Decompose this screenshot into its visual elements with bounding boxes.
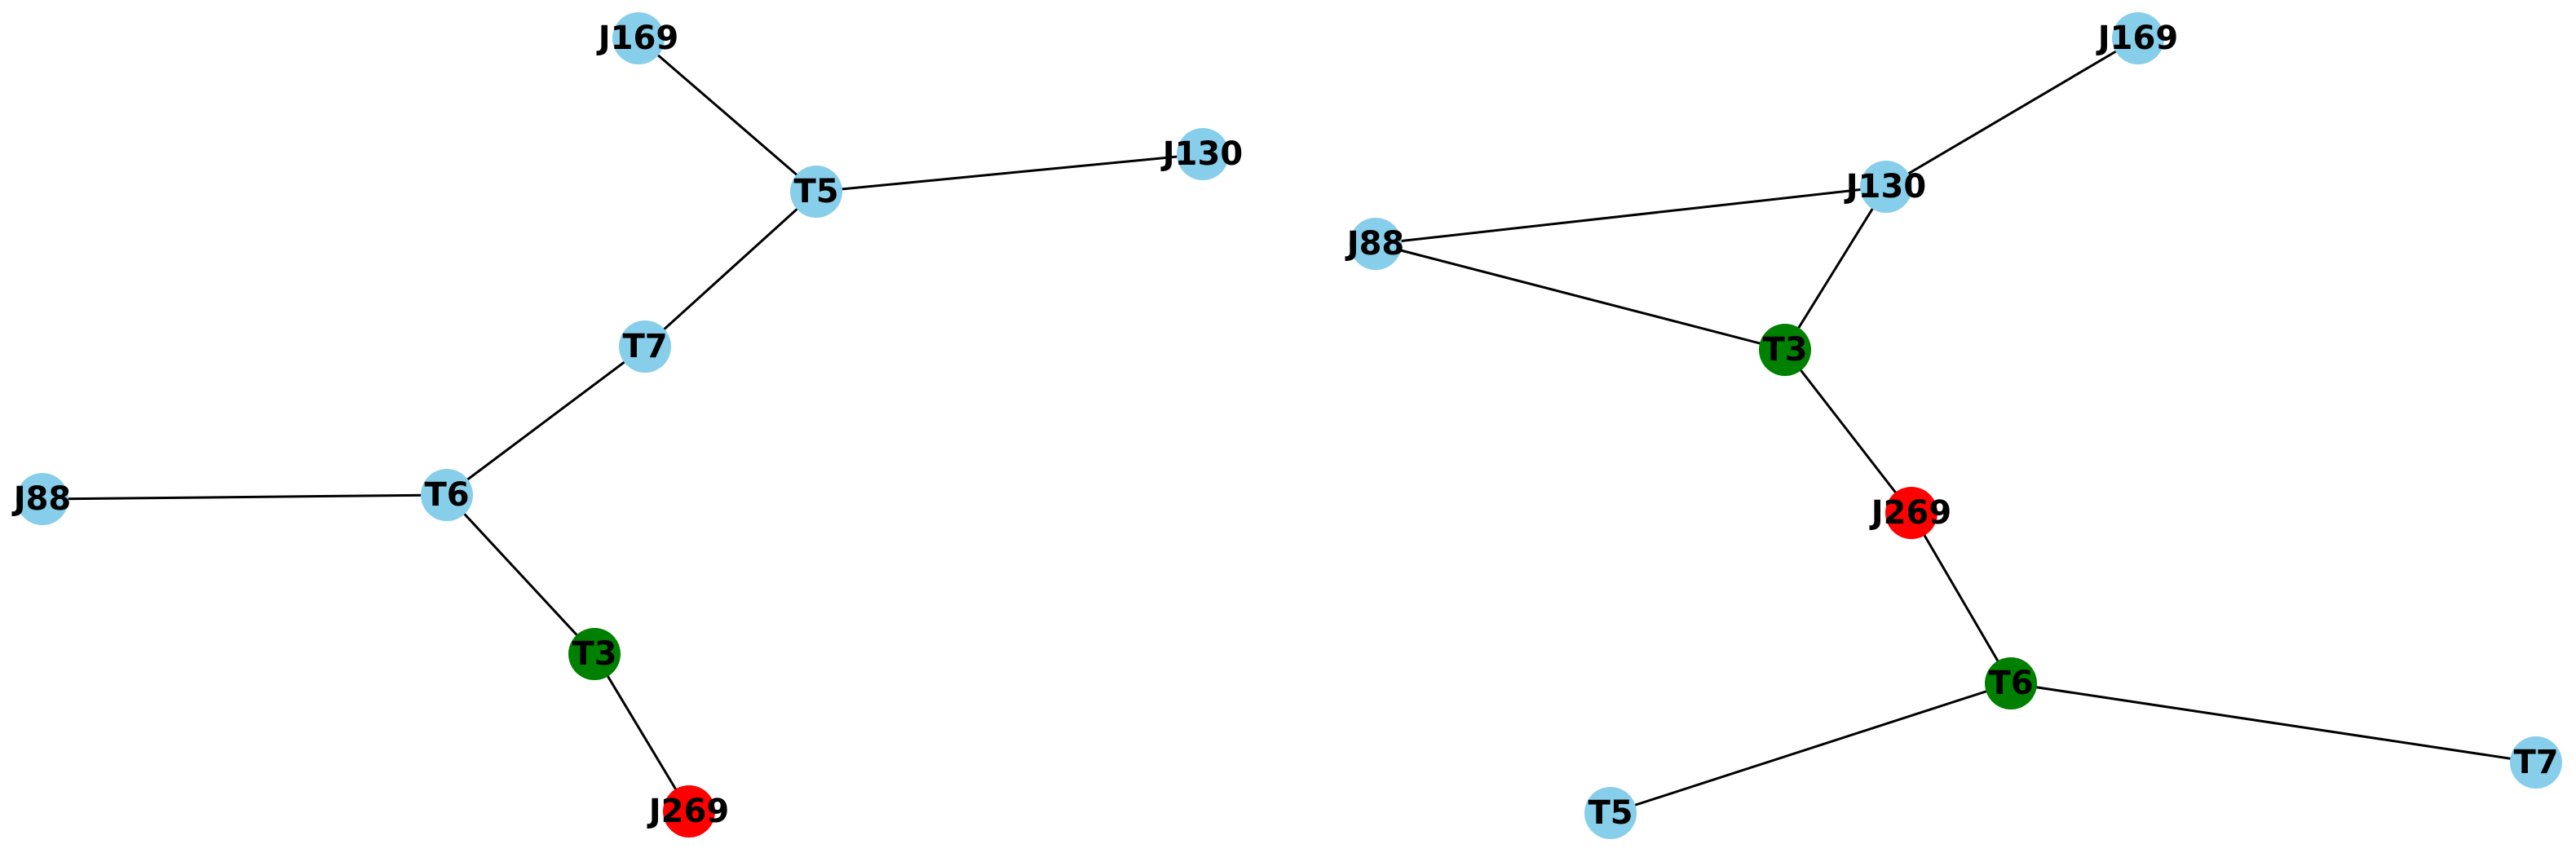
edge-j88-j130 [1375,185,1887,245]
node-j130: J130 [1844,161,1926,213]
node-label: J130 [1160,135,1243,173]
node-label: J88 [1345,225,1405,263]
node-t7: T7 [2510,736,2562,789]
node-label: T5 [1588,794,1633,832]
node-label: J269 [1869,494,1951,532]
node-t3: T3 [568,628,621,680]
edge-t3-j130 [1783,186,1888,351]
node-circle [1177,128,1229,180]
edge-t3-j269 [593,653,691,812]
node-circle [2112,12,2164,64]
edge-t3-j269 [1783,349,1913,514]
node-circle [2510,736,2562,789]
node-label: T7 [622,328,667,365]
node-circle [421,469,473,521]
edge-j130-j169 [1885,37,2139,188]
node-j169: J169 [596,12,678,64]
node-j130: J130 [1160,128,1243,180]
node-circle [663,785,715,838]
node-j269: J269 [1869,487,1951,539]
node-circle [1350,218,1402,270]
edge-t6-t5 [1610,682,2012,815]
edge-j269-t6 [1910,512,2013,684]
node-j269: J269 [647,785,729,838]
node-circle [16,473,68,525]
node-circle [1885,487,1938,539]
node-circle [612,12,665,64]
node-label: T7 [2513,744,2558,781]
node-circle [1584,787,1637,839]
node-label: T3 [1762,331,1807,369]
edge-j169-t5 [638,37,817,193]
node-label: T6 [424,476,469,514]
node-t7: T7 [619,320,671,373]
edge-j88-t6 [42,493,448,501]
edge-j88-t3 [1375,242,1786,351]
edge-t7-t6 [446,345,646,497]
node-label: J169 [596,20,678,57]
node-circle [619,320,671,373]
node-t3: T3 [1759,324,1811,376]
edge-t6-t3 [445,493,596,656]
node-circle [1759,324,1811,376]
node-j88: J88 [11,473,72,525]
node-circle [568,628,621,680]
node-label: J130 [1844,168,1926,206]
node-t5: T5 [1584,787,1637,839]
edge-t5-j130 [815,152,1204,193]
node-label: T5 [793,173,838,210]
edge-t6-t7 [2010,682,2537,764]
node-j169: J169 [2096,12,2178,64]
edge-t5-t7 [643,190,818,348]
node-label: T6 [1988,665,2033,702]
node-circle [1985,657,2037,709]
node-label: T3 [572,635,616,673]
node-t5: T5 [790,166,842,218]
node-label: J169 [2096,20,2178,57]
node-label: J88 [11,480,72,518]
node-label: J269 [647,793,729,830]
node-t6: T6 [1985,657,2037,709]
node-circle [790,166,842,218]
node-t6: T6 [421,469,473,521]
node-circle [1860,161,1912,213]
node-j88: J88 [1345,218,1405,270]
